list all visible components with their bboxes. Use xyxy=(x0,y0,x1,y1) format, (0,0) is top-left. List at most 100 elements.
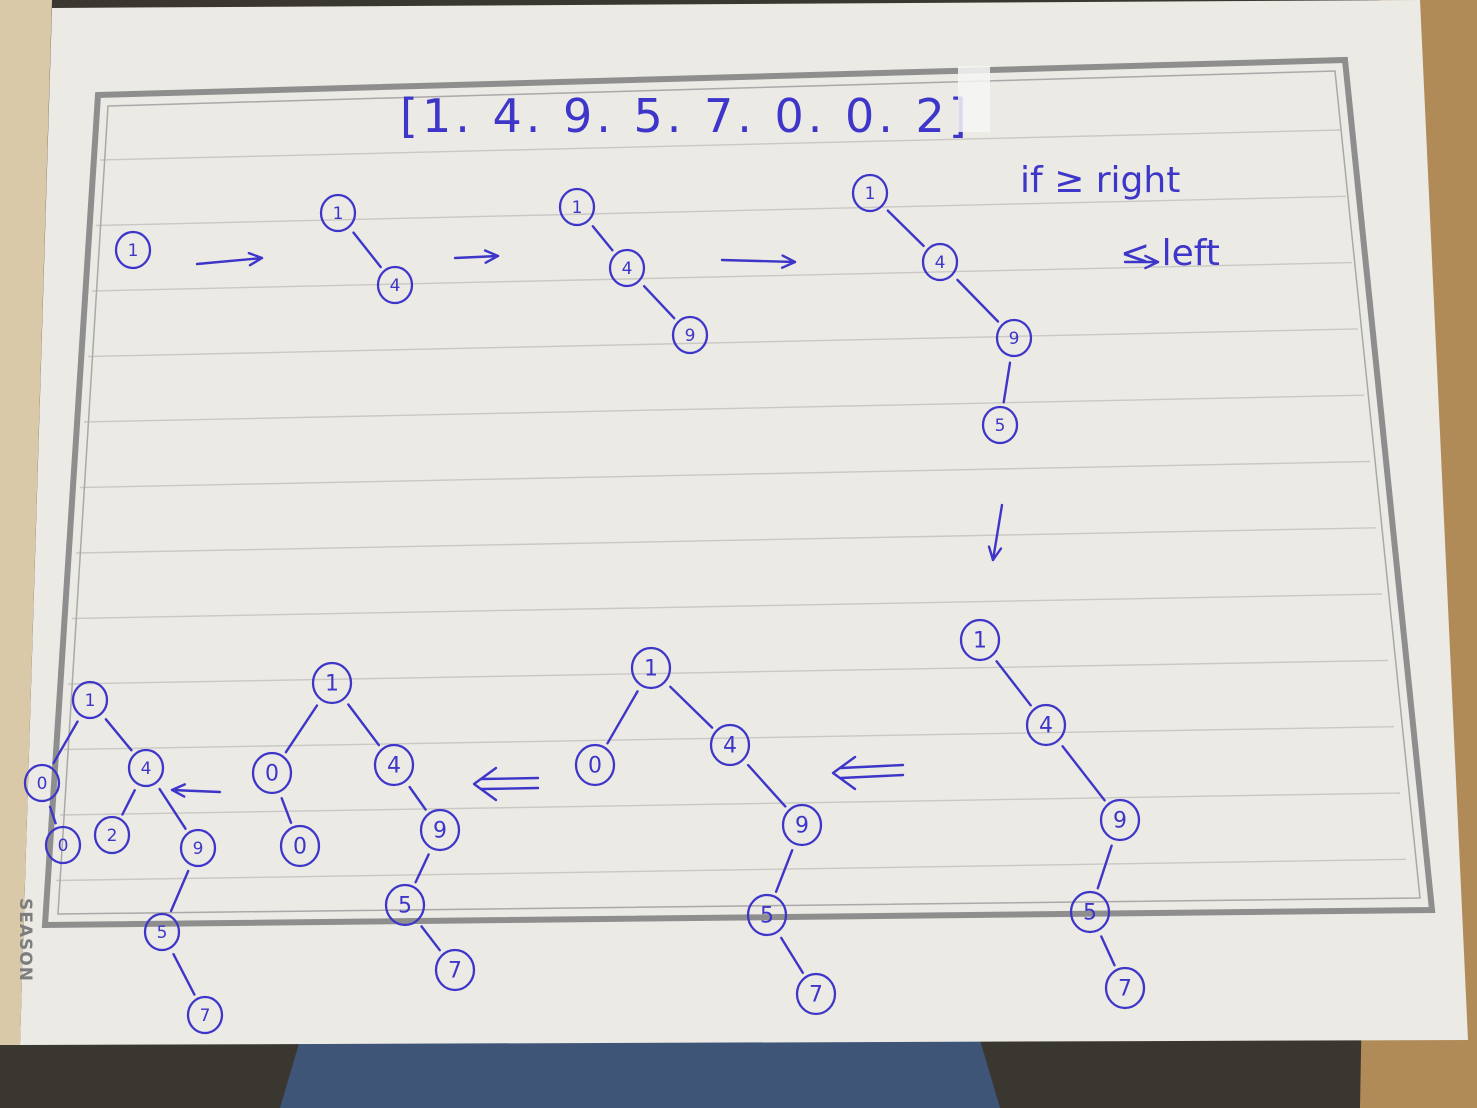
node-circle xyxy=(319,193,357,233)
tree-edges xyxy=(48,209,1116,996)
node-value: 5 xyxy=(760,904,774,929)
legend-lt-left: < left xyxy=(1120,233,1220,274)
node-value: 9 xyxy=(1113,809,1127,834)
node-circle xyxy=(44,825,82,865)
jeans xyxy=(280,1040,1000,1108)
node-circle xyxy=(995,318,1033,358)
tree-node: 9 xyxy=(1099,798,1141,842)
node-value: 0 xyxy=(293,835,307,860)
arrow-icon xyxy=(987,503,1004,562)
tree-node: 5 xyxy=(143,912,181,952)
ruled-lines xyxy=(55,129,1407,882)
tree-edge xyxy=(284,704,319,754)
legend-ge-right: if ≥ right xyxy=(1020,160,1180,201)
node-circle xyxy=(434,948,476,992)
node-value: 9 xyxy=(795,814,809,839)
node-value: 0 xyxy=(588,754,602,779)
node-circle xyxy=(851,173,889,213)
arrow-icon xyxy=(453,249,500,264)
tape-strip xyxy=(958,66,990,132)
node-circle xyxy=(709,723,751,767)
tree-node: 1 xyxy=(71,680,109,720)
node-value: 1 xyxy=(85,691,96,711)
arrow-icon xyxy=(195,251,264,267)
tree-node: 0 xyxy=(279,824,321,868)
page-frame xyxy=(41,56,1436,929)
node-circle xyxy=(93,815,131,855)
tree-node: 5 xyxy=(384,883,426,927)
node-circle xyxy=(23,763,61,803)
tree-node: 1 xyxy=(558,187,596,227)
tree-edge xyxy=(591,225,614,252)
tree-node: 1 xyxy=(311,661,353,705)
node-circle xyxy=(921,242,959,282)
array-header: [1. 4. 9. 5. 7. 0. 0. 2] xyxy=(400,89,971,143)
tree-node: 0 xyxy=(44,825,82,865)
tree-edge xyxy=(669,685,714,729)
node-value: 9 xyxy=(193,839,204,859)
tree-node: 1 xyxy=(630,646,672,690)
node-value: 7 xyxy=(1118,977,1132,1002)
node-circle xyxy=(558,187,596,227)
tree-edge xyxy=(1100,935,1116,967)
arrow-icon xyxy=(170,783,222,798)
tree-node: 7 xyxy=(434,948,476,992)
tree-edge xyxy=(121,789,136,816)
node-circle xyxy=(279,824,321,868)
tree-node: 2 xyxy=(93,815,131,855)
tree-edge xyxy=(1096,844,1113,890)
node-circle xyxy=(114,230,152,270)
node-value: 2 xyxy=(107,826,118,846)
tree-node: 4 xyxy=(921,242,959,282)
tree-node: 0 xyxy=(574,743,616,787)
node-circle xyxy=(186,995,224,1035)
ruled-line xyxy=(87,328,1359,358)
node-circle xyxy=(376,265,414,305)
tree-node: 4 xyxy=(376,265,414,305)
tree-edge xyxy=(1061,745,1106,802)
node-value: 0 xyxy=(37,774,48,794)
tree-edge xyxy=(995,660,1032,707)
node-value: 0 xyxy=(265,762,279,787)
tree-edge xyxy=(606,690,639,745)
arrow-icon xyxy=(720,254,797,269)
tree-node: 7 xyxy=(186,995,224,1035)
tree-node: 4 xyxy=(373,743,415,787)
node-value: 4 xyxy=(387,754,401,779)
ruled-line xyxy=(71,593,1383,620)
tree-node: 9 xyxy=(671,315,709,355)
node-circle xyxy=(630,646,672,690)
tree-node: 5 xyxy=(981,405,1019,445)
tree-edge xyxy=(172,953,196,996)
tree-node: 1 xyxy=(851,173,889,213)
ruled-line xyxy=(75,527,1377,554)
tree-edge xyxy=(1002,361,1012,404)
node-circle xyxy=(179,828,217,868)
brand-label: SEASON xyxy=(15,898,35,982)
node-circle xyxy=(671,315,709,355)
node-circle xyxy=(608,248,646,288)
step-arrows xyxy=(170,249,1160,802)
tree-node: 0 xyxy=(251,751,293,795)
tree-edge xyxy=(280,797,293,824)
node-value: 1 xyxy=(644,657,658,682)
node-circle xyxy=(746,893,788,937)
node-circle xyxy=(311,661,353,705)
node-circle xyxy=(419,808,461,852)
node-value: 1 xyxy=(333,204,344,224)
node-value: 4 xyxy=(723,734,737,759)
ruled-line xyxy=(55,858,1407,882)
tree-edge xyxy=(48,805,57,825)
node-value: 5 xyxy=(1083,901,1097,926)
node-circle xyxy=(71,680,109,720)
node-value: 9 xyxy=(433,819,447,844)
node-value: 7 xyxy=(200,1006,211,1026)
tree-node: 7 xyxy=(1104,966,1146,1010)
double-arrow-icon xyxy=(472,766,540,802)
node-value: 5 xyxy=(995,416,1006,436)
node-value: 4 xyxy=(141,759,152,779)
node-circle xyxy=(1025,703,1067,747)
node-value: 0 xyxy=(58,836,69,856)
tree-edge xyxy=(956,278,1000,323)
node-circle xyxy=(1104,966,1146,1010)
